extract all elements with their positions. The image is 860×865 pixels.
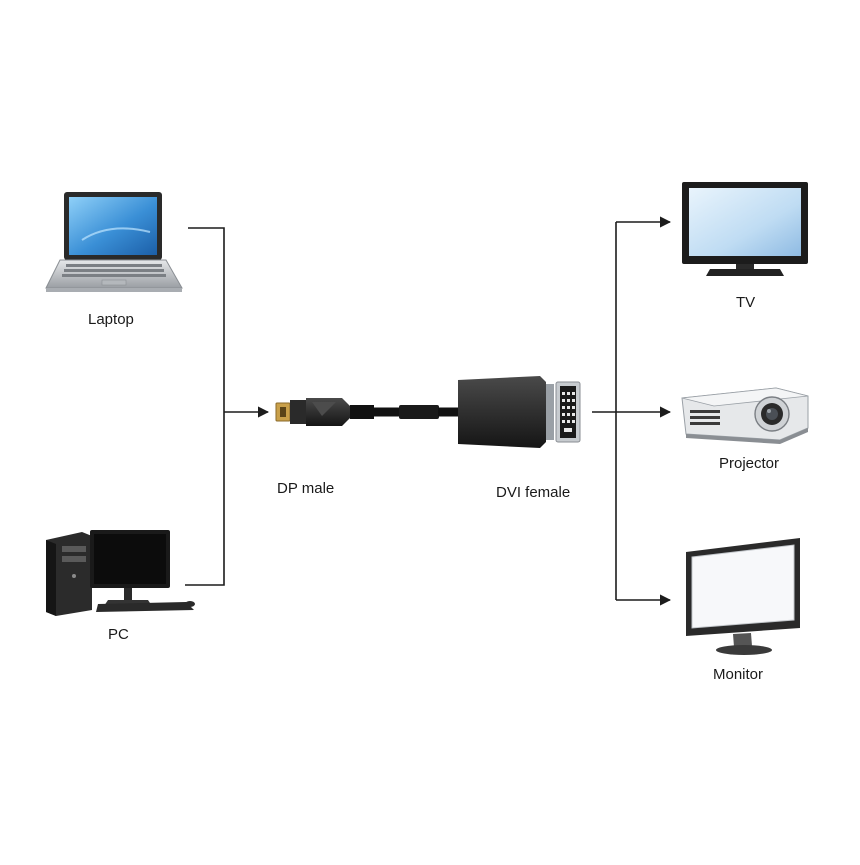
dp-male-label: DP male [277, 480, 335, 497]
tv-label: TV [736, 294, 756, 311]
projector-label: Projector [719, 455, 780, 472]
adapter-cable [374, 405, 460, 419]
tv-icon [682, 182, 808, 276]
monitor-icon [686, 538, 800, 655]
laptop-label: Laptop [88, 311, 134, 328]
projector-icon [681, 387, 809, 444]
displayport-plug-icon [275, 398, 374, 426]
desktop-pc-icon [46, 530, 195, 616]
monitor-label: Monitor [713, 666, 764, 683]
dvi-female-connector-icon [458, 376, 581, 448]
laptop-connector-line [185, 227, 225, 586]
dvi-female-label: DVI female [496, 484, 571, 501]
laptop-icon [45, 192, 183, 292]
connector-lines [185, 216, 672, 606]
pc-label: PC [108, 626, 129, 643]
